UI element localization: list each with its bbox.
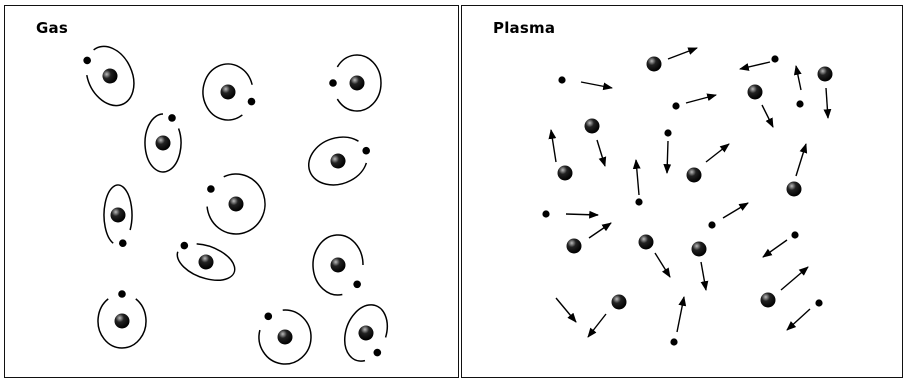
nucleus	[331, 258, 346, 273]
electron	[361, 146, 371, 156]
ion	[558, 166, 573, 181]
motion-arrow	[556, 298, 576, 322]
free-electron	[672, 102, 679, 109]
gas-atom	[98, 290, 146, 348]
nucleus	[111, 208, 126, 223]
motion-arrow	[686, 95, 716, 103]
motion-arrow	[796, 66, 801, 90]
nucleus	[356, 323, 375, 342]
motion-arrow	[796, 144, 806, 176]
motion-arrow	[701, 262, 706, 290]
electron	[119, 239, 127, 247]
nucleus	[196, 252, 215, 271]
ion	[787, 182, 802, 197]
motion-arrow	[826, 88, 828, 118]
motion-arrow	[551, 130, 556, 162]
ion	[647, 57, 662, 72]
electron	[329, 79, 337, 87]
electron	[118, 290, 126, 298]
nucleus	[278, 330, 293, 345]
gas-atom	[172, 237, 239, 288]
gas-atom	[337, 299, 395, 368]
motion-arrow	[636, 160, 639, 195]
electron	[207, 185, 215, 193]
motion-arrow	[763, 240, 787, 257]
gas-atom	[145, 114, 181, 172]
ion	[818, 67, 833, 82]
plasma-particles	[542, 48, 832, 346]
free-electron	[791, 231, 798, 238]
motion-arrow	[762, 105, 773, 127]
gas-atom	[203, 64, 255, 120]
free-electron	[771, 55, 778, 62]
nucleus	[328, 151, 347, 170]
gas-atom	[302, 128, 378, 193]
electron	[353, 280, 361, 288]
free-electron	[664, 129, 671, 136]
motion-arrow	[781, 267, 808, 290]
motion-arrow	[655, 253, 670, 277]
motion-arrow	[677, 297, 684, 332]
nucleus	[350, 76, 365, 91]
ion	[567, 239, 582, 254]
motion-arrow	[588, 314, 606, 337]
ion	[612, 295, 627, 310]
motion-arrow	[706, 144, 729, 162]
gas-atom	[77, 39, 143, 114]
gas-atom	[329, 55, 381, 111]
free-electron	[796, 100, 803, 107]
electron	[264, 313, 272, 321]
nucleus	[221, 85, 236, 100]
free-electron	[708, 221, 715, 228]
gas-atom	[259, 310, 311, 364]
nucleus	[115, 314, 130, 329]
gas-atom	[207, 174, 265, 234]
motion-arrow	[740, 62, 770, 69]
motion-arrow	[597, 140, 605, 166]
motion-arrow	[668, 48, 697, 59]
motion-arrow	[566, 214, 598, 215]
motion-arrow	[667, 141, 668, 173]
free-electron	[815, 299, 822, 306]
electron	[168, 114, 176, 122]
gas-atom	[104, 185, 132, 247]
nucleus	[156, 136, 171, 151]
motion-arrow	[589, 223, 611, 238]
free-electron	[542, 210, 549, 217]
electron	[372, 348, 382, 358]
ion	[748, 85, 763, 100]
nucleus	[229, 197, 244, 212]
motion-arrow	[581, 82, 612, 88]
electron	[82, 55, 92, 65]
motion-arrow	[723, 203, 748, 218]
ion	[585, 119, 600, 134]
gas-atoms	[77, 39, 396, 368]
ion	[639, 235, 654, 250]
electron	[248, 98, 256, 106]
ion	[687, 168, 702, 183]
free-electron	[635, 198, 642, 205]
ion	[692, 242, 707, 257]
motion-arrow	[787, 309, 810, 330]
free-electron	[558, 76, 565, 83]
free-electron	[670, 338, 677, 345]
ion	[761, 293, 776, 308]
nucleus	[100, 66, 120, 86]
gas-atom	[313, 235, 363, 295]
electron	[179, 241, 189, 251]
